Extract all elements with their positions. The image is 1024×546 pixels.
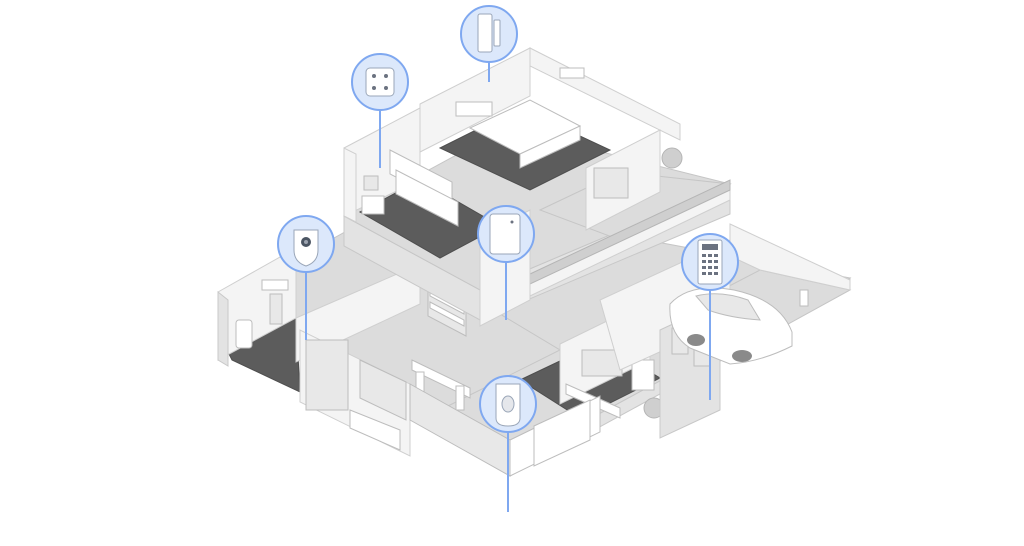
kids-room (343, 107, 502, 259)
device-pin-hub[interactable] (477, 205, 535, 320)
smart-switch-icon (365, 67, 395, 97)
device-pin-indoor-camera[interactable] (277, 215, 335, 340)
indoor-camera-icon (293, 229, 319, 267)
hub-control-panel-icon (489, 213, 521, 255)
device-pin-motion-detector[interactable] (479, 375, 537, 512)
master-bedroom (419, 47, 683, 191)
device-pin-door-sensor[interactable] (460, 5, 518, 82)
device-pin-smart-switch[interactable] (351, 53, 409, 168)
bathroom (217, 247, 301, 393)
car (669, 287, 793, 365)
kitchen-living (295, 263, 562, 457)
device-pin-keypad[interactable] (681, 233, 739, 400)
motion-detector-icon (495, 383, 521, 427)
keypad-icon (697, 239, 723, 285)
door-contact-sensor-icon (477, 13, 501, 53)
